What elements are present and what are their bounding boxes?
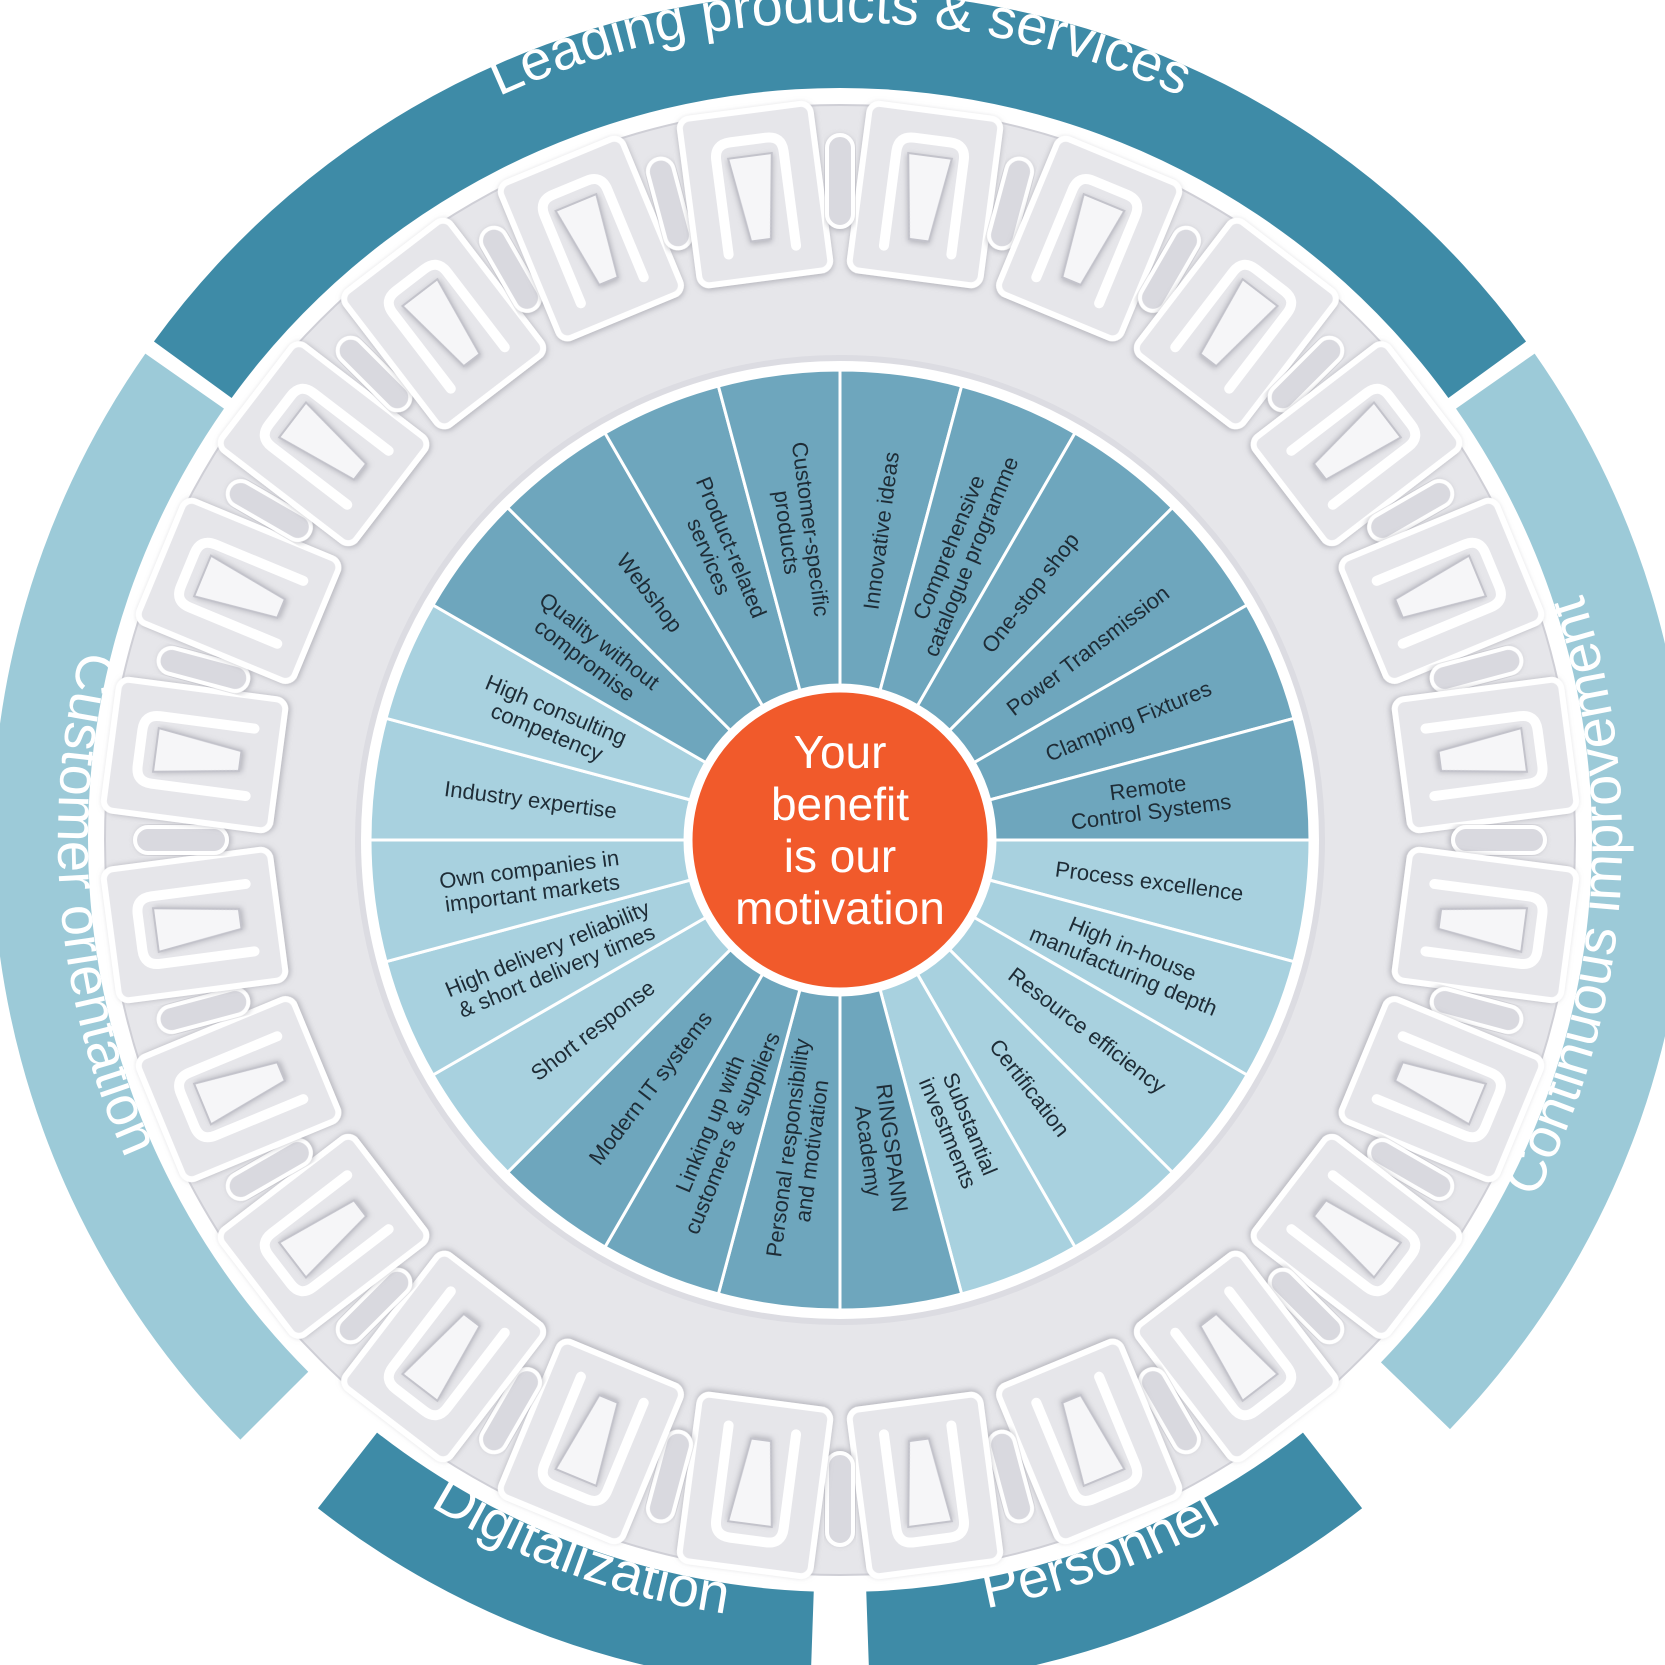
gear-tooth [335,1250,547,1463]
gear-tooth [135,479,342,684]
ring-segment-5 [0,353,309,1440]
gear-tooth [100,825,289,1004]
gear-tooth [479,1338,684,1545]
gear-tooth [825,1391,1004,1580]
gear-tooth [497,135,693,342]
gear-tooth [1338,497,1545,693]
gear-tooth [1133,1250,1339,1463]
gear-tooth [987,1338,1183,1545]
gear-tooth [645,1391,834,1580]
center-line-2: benefit [771,778,909,830]
center-hub: Your benefit is our motivation [687,687,993,993]
gear-tooth [341,217,547,430]
center-line-1: Your [794,726,887,778]
gear-tooth [1250,1133,1463,1345]
ring-segment-1 [153,0,1527,398]
gear-tooth [846,100,1035,289]
center-line-4: motivation [735,882,945,934]
gear-tooth [135,987,342,1183]
gear-tooth [217,335,430,547]
gear-tooth [1133,217,1345,430]
center-circle [687,687,993,993]
ring-segment-3 [866,1432,1363,1665]
ring-segment-4 [317,1432,814,1665]
gear-tooth [676,100,856,289]
gear-tooth [100,645,289,834]
gear-tooth [996,135,1201,342]
center-line-3: is our [784,830,896,882]
gear-tooth [1391,846,1580,1035]
segment-24 [716,368,842,693]
gear-tooth [1391,676,1580,856]
ring-segment-2 [1380,353,1665,1430]
gear-tooth [1338,996,1545,1201]
gear-tooth [217,1133,430,1339]
gear-tooth [1250,341,1463,547]
